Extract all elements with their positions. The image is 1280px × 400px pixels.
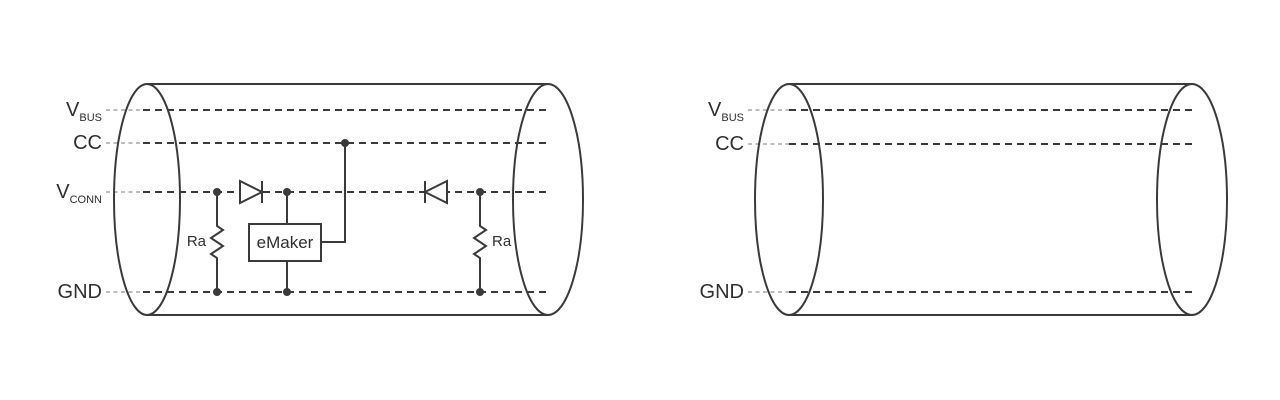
ra-label-left: Ra <box>187 233 207 250</box>
cc-label: CC <box>715 133 744 155</box>
cable-end-left <box>754 83 824 316</box>
passive-cable-diagram: VBUS CC GND <box>700 83 1228 316</box>
junction-dots <box>213 139 484 296</box>
cable-end-left <box>113 83 181 316</box>
cable-body <box>113 83 584 316</box>
right-cable-labels: VBUS CC GND <box>700 99 744 303</box>
emarker-box <box>248 223 322 262</box>
cable-body <box>754 83 1228 316</box>
diode-symbol-right <box>422 179 448 205</box>
junction-dot <box>283 288 291 296</box>
emarker-cc-wire <box>321 143 346 243</box>
junction-dot <box>213 188 221 196</box>
diode-symbol-left <box>239 179 265 205</box>
cable-end-right <box>512 83 584 316</box>
junction-dot <box>341 139 349 147</box>
junction-dot <box>476 288 484 296</box>
emarker-cable-diagram: VBUS CC VCONN GND Ra Ra eMaker <box>56 83 584 316</box>
vbus-label: VBUS <box>708 99 744 124</box>
junction-dot <box>213 288 221 296</box>
vconn-label: VCONN <box>56 181 102 206</box>
emarker-circuit <box>209 143 488 292</box>
ra-resistor-right <box>472 192 488 292</box>
emarker-label: eMaker <box>257 233 314 252</box>
gnd-label: GND <box>700 281 744 303</box>
gnd-label: GND <box>58 281 102 303</box>
ra-label-right: Ra <box>492 233 512 250</box>
left-cable-labels: VBUS CC VCONN GND Ra Ra eMaker <box>56 99 512 303</box>
ra-resistor-left <box>209 192 225 292</box>
cable-conductors <box>143 109 551 293</box>
label-leader-lines <box>106 109 143 293</box>
cc-label: CC <box>73 132 102 154</box>
cable-conductors <box>789 109 1196 293</box>
junction-dot <box>283 188 291 196</box>
vbus-label: VBUS <box>66 99 102 124</box>
junction-dot <box>476 188 484 196</box>
cable-end-right <box>1156 83 1228 316</box>
